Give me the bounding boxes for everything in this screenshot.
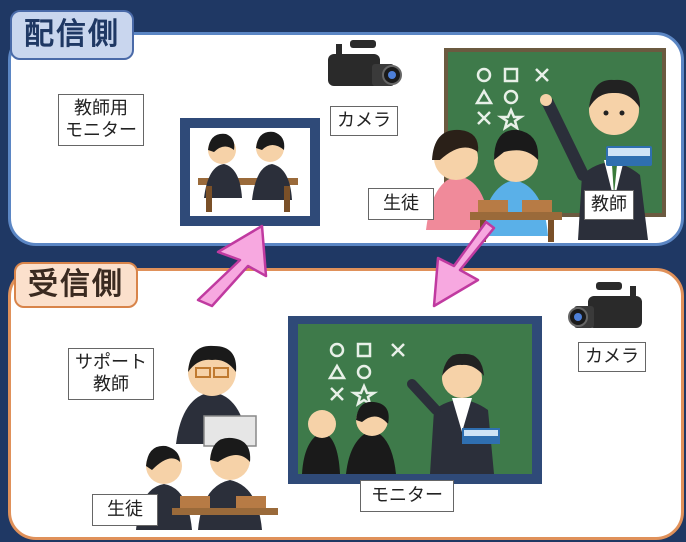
camera-label-bottom: カメラ (578, 342, 646, 372)
bottom-students-figure (136, 437, 278, 530)
support-teacher-figure (176, 345, 257, 447)
camera-label-top: カメラ (330, 106, 398, 136)
top-board-symbols (474, 67, 549, 131)
bottom-board-symbols (327, 342, 405, 407)
support-teacher-label: サポート 教師 (68, 348, 154, 400)
teacher-monitor-screen (180, 118, 320, 226)
teacher-monitor-label: 教師用 モニター (58, 94, 144, 146)
receive-side-title: 受信側 (14, 262, 138, 308)
arrow-receive-to-send (196, 224, 268, 308)
monitor-label: モニター (360, 480, 454, 512)
send-side-title: 配信側 (10, 10, 134, 60)
teacher-label: 教師 (584, 190, 634, 220)
monitor-screen (288, 316, 542, 484)
bottom-camera-icon (568, 282, 642, 328)
students-label-bottom: 生徒 (92, 494, 158, 526)
students-label-top: 生徒 (368, 188, 434, 220)
top-camera-icon (328, 40, 402, 86)
arrow-send-to-receive (432, 220, 496, 308)
